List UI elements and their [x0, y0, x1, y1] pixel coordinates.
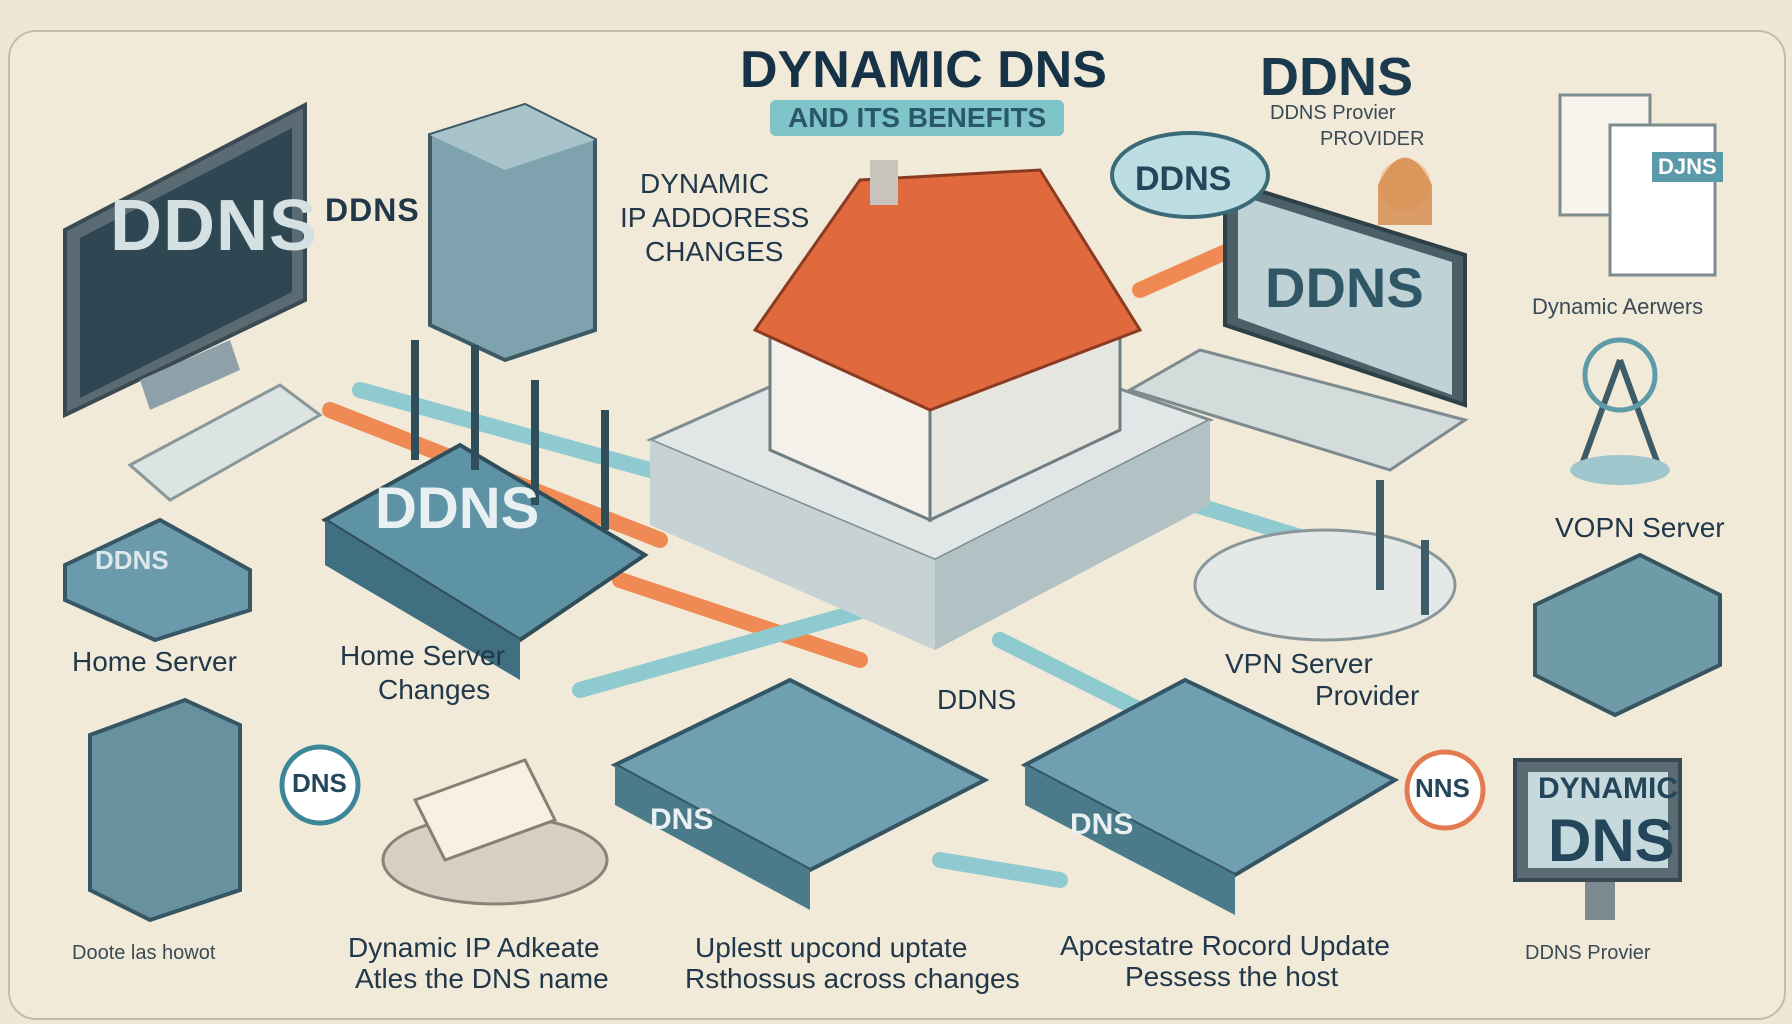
center-ddns-label: DDNS	[937, 684, 1017, 715]
router-right-small-icon	[1193, 480, 1457, 642]
tower-bottom-icon	[88, 697, 242, 923]
drive-ddns-label: DDNS	[95, 545, 169, 575]
vopn-server-label: VOPN Server	[1555, 512, 1725, 543]
monitor-dns-label: DNS	[1548, 807, 1675, 874]
record-update-line2: Pessess the host	[1125, 961, 1339, 992]
diagram-subtitle: AND ITS BENEFITS	[770, 100, 1065, 136]
document-djns-label: DJNS	[1652, 152, 1723, 182]
drive-icon	[63, 517, 252, 643]
router-dns-label-2: DNS	[1070, 808, 1134, 841]
vpn-server-line2: Provider	[1315, 680, 1420, 711]
documents-icon	[1558, 93, 1717, 277]
ddns-provider-bottom: DDNS Provier	[1525, 942, 1651, 964]
house-icon	[646, 160, 1214, 650]
monitor-ddns-label: DDNS	[110, 186, 319, 266]
dynamic-ip-line1: DYNAMIC	[640, 168, 770, 199]
box-server-icon	[1533, 552, 1722, 718]
ddns-top-heading: DDNS	[1260, 47, 1414, 107]
server-ddns-label: DDNS	[325, 192, 420, 228]
dns-circle-badge-icon	[279, 744, 361, 826]
laptop-ddns-label: DDNS	[1265, 256, 1424, 319]
ddns-provider-line1: DDNS Provier	[1270, 102, 1396, 124]
dynamic-ip-adkeate-line2: Atles the DNS name	[355, 963, 609, 994]
uplestt-line2: Rsthossus across changes	[685, 963, 1020, 994]
record-update-line1: Apcestatre Rocord Update	[1060, 930, 1390, 961]
diagram-title: DYNAMIC DNS	[740, 41, 1107, 99]
home-server-changes-line1: Home Server	[340, 640, 505, 671]
dynamic-ip-line3: CHANGES	[645, 236, 784, 267]
router-ddns-label: DDNS	[375, 476, 540, 541]
router-dns-label: DNS	[650, 803, 714, 836]
dynamic-ip-adkeate-line1: Dynamic IP Adkeate	[348, 932, 600, 963]
uplestt-line1: Uplestt upcond uptate	[695, 932, 968, 963]
nns-badge-label: NNS	[1415, 773, 1470, 803]
monitor-bottom-right-icon	[1513, 758, 1682, 920]
person-icon	[1378, 157, 1432, 225]
vpn-server-line1: VPN Server	[1225, 648, 1373, 679]
dynamic-ip-line2: IP ADDORESS	[620, 202, 810, 233]
monitor-dynamic-label: DYNAMIC	[1538, 772, 1678, 805]
router-left-icon	[321, 340, 649, 680]
router-bottom-right-icon	[1020, 677, 1400, 915]
dynamic-aerwers-label: Dynamic Aerwers	[1532, 294, 1704, 319]
doote-label: Doote las howot	[72, 942, 216, 964]
ddns-provider-line2: PROVIDER	[1320, 128, 1425, 150]
home-server-label: Home Server	[72, 646, 237, 677]
cloud-icon	[1110, 131, 1270, 219]
router-bottom-center-icon	[610, 677, 990, 910]
antenna-icon	[1570, 337, 1670, 485]
home-server-changes-line2: Changes	[378, 674, 491, 705]
dns-badge-label: DNS	[292, 768, 347, 798]
document-platform-icon	[381, 758, 609, 906]
keyboard-icon	[127, 383, 323, 502]
server-tower-icon	[428, 102, 597, 363]
laptop-icon	[1126, 177, 1469, 472]
monitor-icon	[63, 101, 307, 419]
cloud-ddns-label: DDNS	[1135, 160, 1232, 198]
nns-circle-badge-icon	[1404, 749, 1486, 831]
